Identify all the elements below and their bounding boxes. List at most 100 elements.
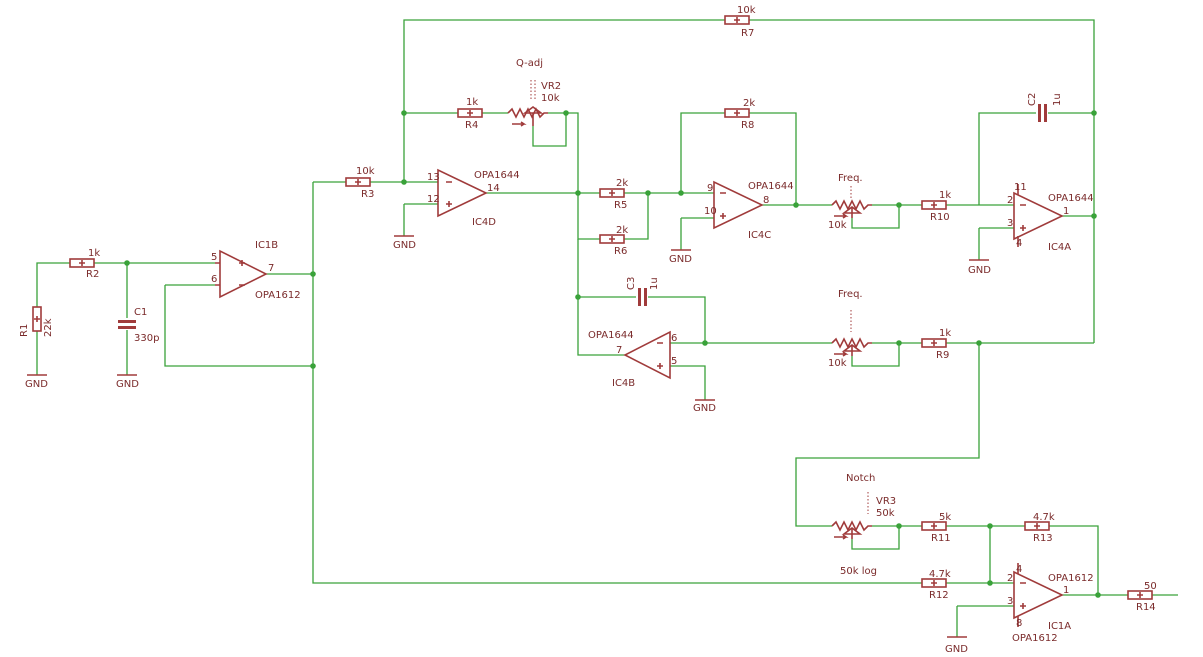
resistor-R3[interactable]: 10k R3 [345, 166, 375, 200]
ground-label: GND [693, 403, 716, 414]
pin-number: 8 [1016, 618, 1022, 629]
ground-symbol: GND [669, 249, 692, 265]
resistor-R6[interactable]: 2k R6 [599, 225, 628, 257]
pin-number: 1 [1063, 585, 1069, 596]
junction-dot [896, 523, 902, 529]
ground-symbol: GND [116, 374, 139, 390]
resistor-name: R7 [741, 28, 754, 39]
resistor-R13[interactable]: 4.7k R13 [1024, 512, 1055, 544]
resistor-value: 4.7k [929, 569, 951, 580]
ground-label: GND [25, 379, 48, 390]
resistor-value: 10k [356, 166, 375, 177]
potentiometer-freq-2[interactable]: Freq. 10k [828, 289, 872, 369]
pot-value: 10k [828, 220, 847, 231]
resistor-value: 50 [1144, 581, 1157, 592]
pot-value: 10k [541, 93, 560, 104]
resistor-R5[interactable]: 2k R5 [599, 178, 628, 211]
capacitor-C3[interactable]: C3 1u [626, 277, 660, 306]
pin-number: 4 [1016, 564, 1022, 575]
ground-label: GND [968, 265, 991, 276]
resistor-R4[interactable]: 1k R4 [457, 97, 483, 131]
resistor-R7[interactable]: 10k R7 [724, 5, 756, 39]
junction-dot [702, 340, 708, 346]
resistor-value: 2k [616, 178, 628, 189]
opamp-IC4C[interactable]: 9 10 8 OPA1644 IC4C [704, 180, 794, 241]
resistor-name: R14 [1136, 602, 1156, 613]
pot-note: 50k log [840, 566, 877, 577]
junction-dot [563, 110, 569, 116]
ground-symbol: GND [945, 636, 968, 655]
capacitor-name: C3 [626, 277, 637, 290]
resistor-R11[interactable]: 5k R11 [921, 512, 951, 544]
resistor-R10[interactable]: 1k R10 [921, 190, 951, 223]
pin-number: 11 [1014, 182, 1027, 193]
opamp-IC1A[interactable]: 2 3 1 4 8 OPA1612 IC1A OPA1612 [1007, 563, 1094, 644]
pot-value: 50k [876, 508, 895, 519]
resistor-R12[interactable]: 4.7k R12 [921, 569, 951, 601]
opamp-value: OPA1644 [1048, 193, 1094, 204]
opamp-name: IC4B [612, 378, 635, 389]
resistor-R14[interactable]: 50 R14 [1127, 581, 1157, 613]
pin-number: 3 [1007, 218, 1013, 229]
ground-label: GND [393, 240, 416, 251]
resistor-name: R13 [1033, 533, 1053, 544]
junction-dot [310, 363, 316, 369]
ground-label: GND [116, 379, 139, 390]
pin-number: 6 [671, 333, 677, 344]
junction-dot [896, 202, 902, 208]
resistor-value: 2k [616, 225, 628, 236]
capacitor-C2[interactable]: C2 1u [1027, 93, 1063, 122]
resistor-R8[interactable]: 2k R8 [724, 98, 755, 131]
opamp-value: OPA1612 [1048, 573, 1094, 584]
potentiometer-VR2[interactable]: Q-adj VR2 10k [507, 58, 561, 127]
potentiometer-freq-1[interactable]: Freq. 10k [828, 173, 872, 231]
resistor-R2[interactable]: 1k R2 [69, 248, 100, 280]
opamp-IC4D[interactable]: 13 12 14 OPA1644 IC4D [427, 168, 520, 228]
junction-dot [575, 294, 581, 300]
opamp-IC4B[interactable]: 6 5 7 OPA1644 IC4B [588, 330, 677, 389]
opamp-value: OPA1644 [588, 330, 634, 341]
pin-number: 10 [704, 206, 717, 217]
pot-label: Q-adj [516, 58, 543, 69]
ground-symbol: GND [25, 374, 48, 390]
resistor-value: 2k [743, 98, 755, 109]
capacitor-name: C2 [1027, 93, 1038, 106]
resistor-name: R4 [465, 120, 478, 131]
resistor-value: 1k [939, 190, 951, 201]
pin-number: 12 [427, 194, 440, 205]
capacitor-C1[interactable]: C1 330p [118, 307, 159, 344]
opamp-value: OPA1644 [748, 181, 794, 192]
pin-number: 6 [211, 274, 217, 285]
pot-value: 10k [828, 358, 847, 369]
pin-number: 8 [763, 195, 769, 206]
junction-dot [976, 340, 982, 346]
pin-number: 7 [268, 263, 274, 274]
resistor-name: R10 [930, 212, 950, 223]
capacitor-value: 1u [1052, 93, 1063, 106]
pot-name: VR2 [541, 81, 561, 92]
resistor-name: R5 [614, 200, 627, 211]
resistor-name: R6 [614, 246, 627, 257]
pin-number: 5 [671, 356, 677, 367]
resistor-R9[interactable]: 1k R9 [921, 328, 951, 361]
capacitor-name: C1 [134, 307, 147, 318]
opamp-value: OPA1612 [1012, 633, 1058, 644]
opamp-IC4A[interactable]: 2 3 1 11 4 OPA1644 IC4A [1007, 182, 1094, 253]
pin-number: 14 [487, 183, 500, 194]
pot-label: Notch [846, 473, 875, 484]
junction-dot [1091, 213, 1097, 219]
opamp-name: IC4C [748, 230, 771, 241]
resistor-R1[interactable]: R1 22k [19, 306, 54, 337]
opamp-IC1B[interactable]: 5 6 7 IC1B OPA1612 [211, 240, 301, 301]
pot-name: VR3 [876, 496, 896, 507]
pin-number: 7 [616, 345, 622, 356]
pin-number: 4 [1016, 238, 1022, 249]
pin-number: 2 [1007, 573, 1013, 584]
ground-symbol: GND [693, 399, 716, 414]
junction-dot [678, 190, 684, 196]
potentiometer-VR3[interactable]: Notch VR3 50k 50k log [831, 473, 896, 577]
resistor-value: 1k [466, 97, 478, 108]
junction-dot [645, 190, 651, 196]
opamp-name: IC4D [472, 217, 496, 228]
